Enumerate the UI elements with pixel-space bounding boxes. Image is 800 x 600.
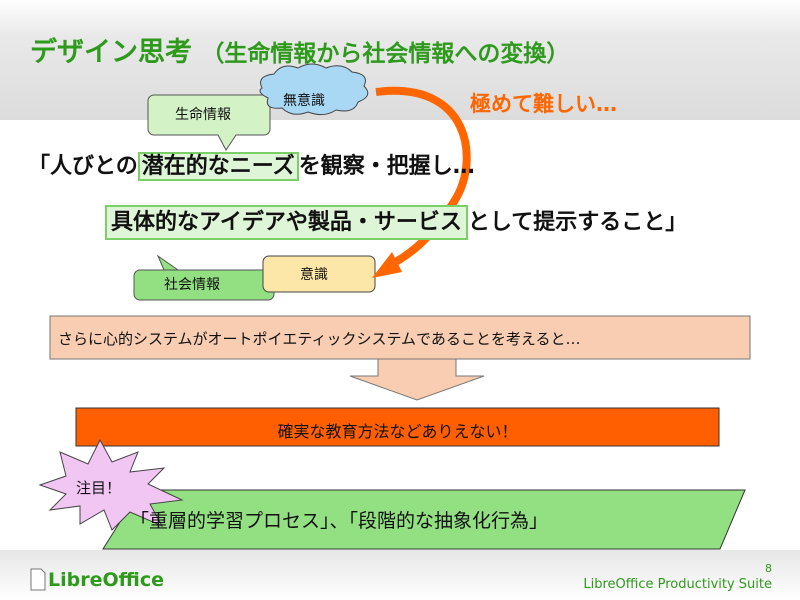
- page-number: 8: [765, 562, 772, 575]
- premise-box: [49, 315, 751, 360]
- arrow-label: 極めて難しい…: [470, 92, 617, 116]
- line1-post: を観察・把握し…: [298, 154, 475, 179]
- slide-title: デザイン思考 （生命情報から社会情報への変換）: [30, 30, 569, 69]
- libreoffice-logo: LibreOffice: [48, 569, 164, 591]
- curved-arrow: [375, 86, 471, 272]
- premise-text: さらに心的システムがオートポイエティックシステムであることを考えると…: [58, 330, 581, 348]
- title-main: デザイン思考: [30, 37, 192, 68]
- footer-suite: LibreOffice Productivity Suite: [583, 577, 772, 592]
- sentence-line-1: 「人びとの潜在的なニーズを観察・把握し…: [28, 148, 475, 181]
- title-sub: （生命情報から社会情報への変換）: [201, 41, 570, 67]
- social-info-label: 社会情報: [164, 277, 220, 293]
- footer-band: [0, 550, 800, 600]
- logo-text: LibreOffice: [48, 569, 164, 591]
- unconscious-cloud: [259, 63, 369, 116]
- libreoffice-logo-icon: [30, 568, 46, 591]
- sentence-line-2: 具体的なアイデアや製品・サービスとして提示すること」: [105, 204, 688, 240]
- header-band: [0, 0, 800, 120]
- ideas-highlight: 具体的なアイデアや製品・サービス: [105, 205, 468, 240]
- line1-pre: 「人びとの: [28, 154, 138, 179]
- attention-label: 注目！: [76, 479, 122, 497]
- attention-burst: [38, 438, 184, 531]
- unconscious-label: 無意識: [283, 93, 325, 109]
- highlight-text: 「重層的学習プロセス」、「段階的な抽象化行為」: [130, 510, 549, 532]
- latent-needs-highlight: 潜在的なニーズ: [137, 152, 299, 181]
- conclusion-box: [75, 407, 720, 447]
- conscious-label: 意識: [300, 267, 328, 283]
- line2-post: として提示すること」: [467, 210, 688, 235]
- life-info-label: 生命情報: [175, 107, 231, 123]
- down-arrow: [349, 358, 485, 401]
- conscious-box: [262, 255, 376, 293]
- conclusion-text: 確実な教育方法などありえない！: [277, 422, 518, 441]
- arrow-head: [372, 252, 402, 278]
